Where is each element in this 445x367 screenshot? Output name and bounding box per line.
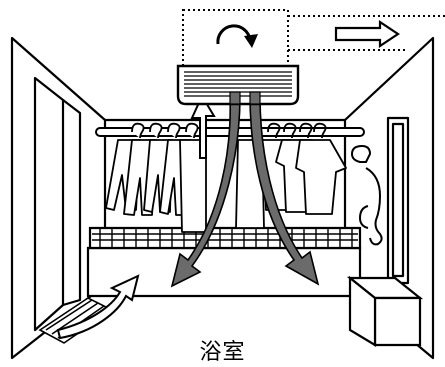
ceiling-unit-outline (183, 10, 445, 68)
room-caption: 浴室 (0, 334, 445, 366)
rotation-arrow-icon (218, 26, 258, 48)
exhaust-arrow-icon (336, 22, 398, 46)
ventilation-fan-icon (178, 66, 298, 104)
clothes-left (106, 140, 206, 232)
clothes-right (236, 140, 346, 228)
